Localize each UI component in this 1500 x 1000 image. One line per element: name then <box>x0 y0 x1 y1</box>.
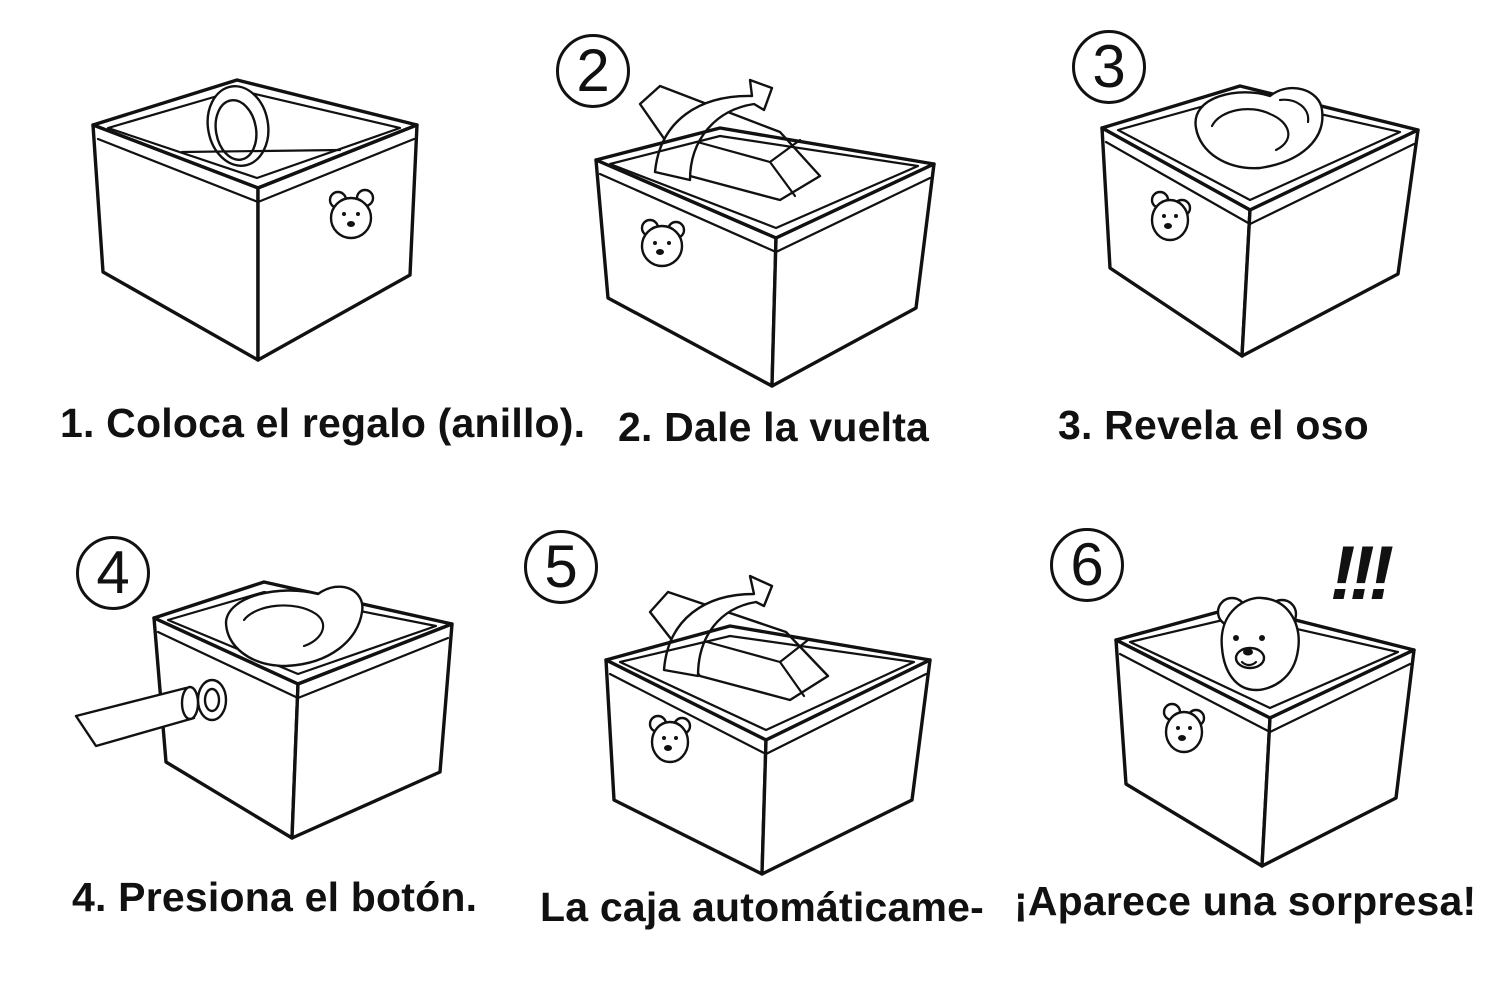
teddy-bear-icon <box>224 585 364 668</box>
box-open-icon <box>604 574 932 876</box>
teddy-bear-icon <box>1194 86 1324 170</box>
step-6-number: 6 <box>1050 528 1124 602</box>
bear-face-icon <box>1162 702 1206 754</box>
teddy-bear-icon <box>1216 596 1300 692</box>
curved-arrow-icon <box>653 78 774 182</box>
box-bear-icon <box>1100 84 1420 358</box>
bear-face-icon <box>328 188 375 240</box>
ring-icon <box>180 85 342 167</box>
step-4-number: 4 <box>76 536 150 610</box>
box-button-icon <box>74 580 454 840</box>
step-5-caption: La caja automáticame- <box>540 884 984 930</box>
bear-face-icon <box>648 714 692 764</box>
step-2-caption: 2. Dale la vuelta <box>618 404 930 450</box>
bear-face-icon <box>640 218 686 268</box>
bear-face-icon <box>1150 190 1192 242</box>
step-1-caption: 1. Coloca el regalo (anillo). <box>60 400 586 446</box>
pointer-lever-icon <box>74 685 200 748</box>
box-open-icon <box>594 78 936 388</box>
exclamation-marks: !!! <box>1330 531 1394 616</box>
step-4-caption: 4. Presiona el botón. <box>72 874 478 920</box>
step-6-caption: ¡Aparece una sorpresa! <box>1014 878 1477 924</box>
step-3-number: 3 <box>1072 30 1146 104</box>
step-5-number: 5 <box>524 530 598 604</box>
step-2-number: 2 <box>556 34 630 108</box>
button-icon <box>196 678 228 722</box>
step-3-caption: 3. Revela el oso <box>1058 402 1369 448</box>
box-closed-icon <box>91 78 419 362</box>
